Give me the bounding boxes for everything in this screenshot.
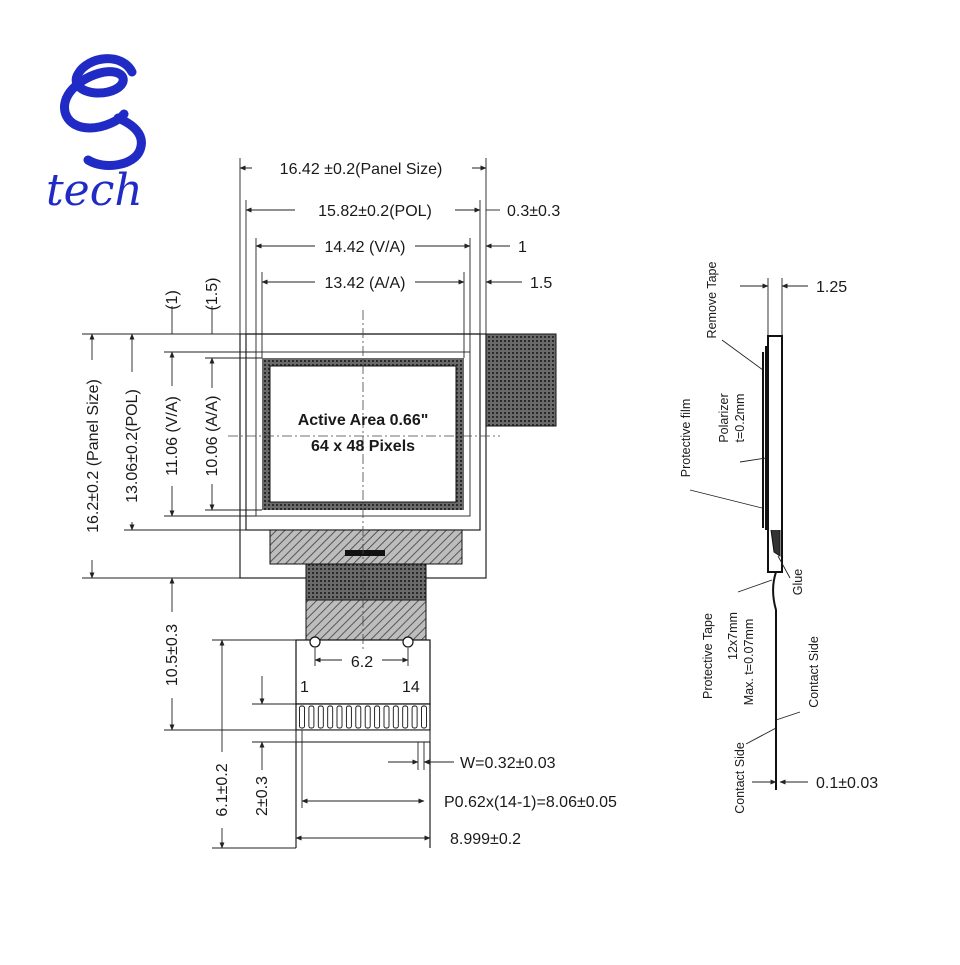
label-contact-side-left: Contact Side <box>733 742 747 814</box>
front-view: Active Area 0.66" 64 x 48 Pixels 16.42 ±… <box>81 157 617 849</box>
dim-pol-width: 15.82±0.2(POL) <box>318 203 432 220</box>
label-protective-film: Protective film <box>679 399 693 478</box>
label-polarizer: Polarizer <box>717 393 731 442</box>
fpc-neck-dark <box>305 563 427 601</box>
pin-14-label: 14 <box>402 679 420 696</box>
contact-pin <box>392 705 399 729</box>
fpc-side <box>772 571 777 790</box>
contact-pin <box>364 705 371 729</box>
contact-pin <box>299 705 305 729</box>
dim-pin-pitch: P0.62x(14-1)=8.06±0.05 <box>444 794 617 811</box>
fpc-hole-right <box>402 636 414 648</box>
contact-pin <box>308 705 315 729</box>
fpc-contacts <box>295 703 431 731</box>
dim-finger-length: 6.1±0.2 <box>214 763 231 816</box>
contact-pin <box>336 705 343 729</box>
side-view: 1.25 Remove Tape Protective film Polariz… <box>679 262 878 814</box>
dim-aa-width: 13.42 (A/A) <box>325 275 406 292</box>
dim-va-width: 14.42 (V/A) <box>325 239 406 256</box>
contact-pin <box>402 705 409 729</box>
side-tab <box>485 333 557 427</box>
fpc-stiffener <box>295 729 431 743</box>
label-polarizer-thickness: t=0.2mm <box>733 394 747 443</box>
dim-hole-pitch: 6.2 <box>351 654 373 671</box>
company-logo: tech <box>46 54 146 216</box>
contact-pin <box>317 705 324 729</box>
dim-aa-offset: 1.5 <box>530 275 552 292</box>
label-tape-max: Max. t=0.07mm <box>742 619 756 706</box>
label-tape-size: 12x7mm <box>726 612 740 660</box>
dim-stiffener: 2±0.3 <box>254 776 271 816</box>
contact-pins <box>299 705 427 729</box>
glue-fillet <box>770 529 781 557</box>
dim-panel-height: 16.2±0.2 (Panel Size) <box>85 379 102 533</box>
dim-pin-width: W=0.32±0.03 <box>460 755 556 772</box>
dim-panel-width: 16.42 ±0.2(Panel Size) <box>280 161 443 178</box>
contact-pin <box>355 705 362 729</box>
dim-pol-height: 13.06±0.2(POL) <box>124 389 141 503</box>
contact-pin <box>374 705 381 729</box>
contact-pin <box>327 705 334 729</box>
fpc-neck <box>305 599 427 641</box>
contact-pin <box>383 705 390 729</box>
label-glue: Glue <box>791 569 805 595</box>
dim-aa-height: 10.06 (A/A) <box>204 396 221 477</box>
contact-pin <box>421 705 427 729</box>
dim-fpc-length: 10.5±0.3 <box>164 624 181 686</box>
label-contact-side-right: Contact Side <box>807 636 821 708</box>
active-area-pixels: 64 x 48 Pixels <box>311 438 415 455</box>
dim-va-height: 11.06 (V/A) <box>164 396 181 476</box>
logo-text: tech <box>46 165 143 216</box>
dim-side-thickness: 1.25 <box>816 279 847 296</box>
dim-fpc-width: 8.999±0.2 <box>450 831 521 848</box>
dim-top-va: (1) <box>164 290 181 310</box>
dim-fpc-thickness: 0.1±0.03 <box>816 775 878 792</box>
label-remove-tape: Remove Tape <box>705 262 719 339</box>
dim-va-offset: 1 <box>518 239 527 256</box>
contact-pin <box>345 705 352 729</box>
dim-top-aa: (1.5) <box>204 278 221 311</box>
fpc-base <box>269 529 463 565</box>
label-protective-tape: Protective Tape <box>701 613 715 699</box>
active-area-title: Active Area 0.66" <box>298 412 429 429</box>
contact-pin <box>411 705 418 729</box>
fpc-hole-left <box>309 636 321 648</box>
pin-1-label: 1 <box>300 679 309 696</box>
ic-chip <box>345 550 385 556</box>
logo-e-mark <box>60 54 146 170</box>
dim-pol-offset: 0.3±0.3 <box>507 203 560 220</box>
